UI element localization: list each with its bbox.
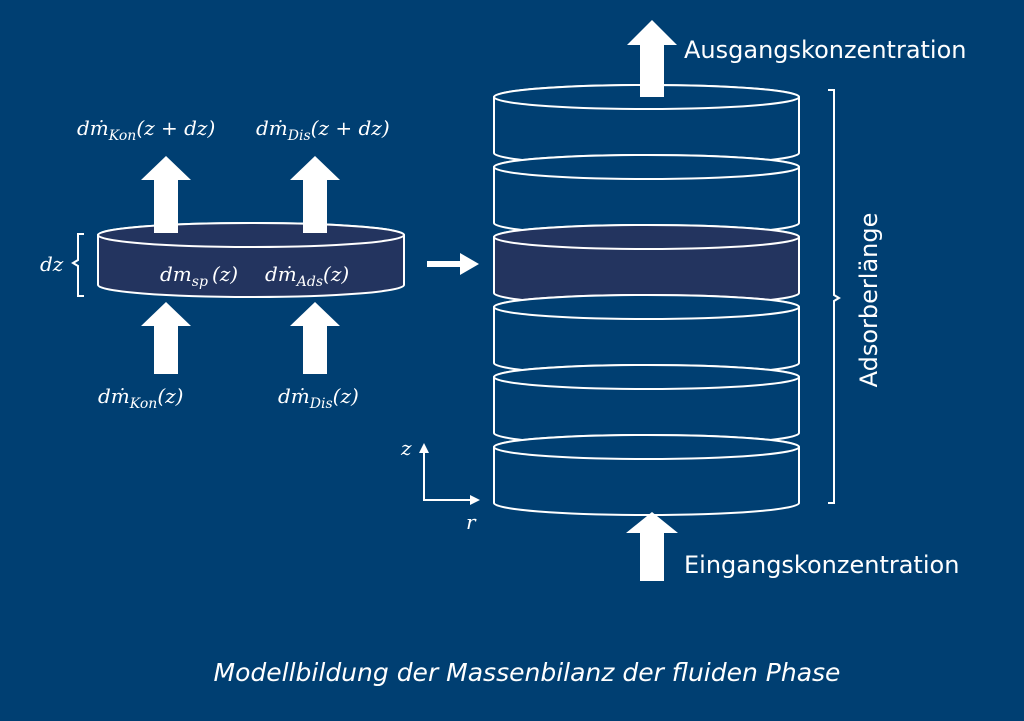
outflow-dis-arrow-icon — [290, 156, 340, 233]
column-disc-top — [493, 434, 800, 460]
outlet-label: Ausgangskonzentration — [684, 36, 967, 64]
z-axis-label: z — [400, 436, 412, 460]
column-disc — [493, 154, 800, 236]
inlet-arrow-icon — [626, 512, 678, 581]
inflow-dis-arrow-icon — [290, 302, 340, 374]
column-disc-top — [493, 294, 800, 320]
outflow-dis-label: dṁDis(z + dz) — [256, 116, 390, 144]
outflow-kon-arrow-icon — [141, 156, 191, 233]
inflow-kon-arrow-icon — [141, 302, 191, 374]
r-axis-label: r — [466, 510, 477, 534]
storage-term: dmsp(z) — [160, 262, 238, 290]
outlet-arrow-icon — [627, 20, 677, 97]
column-disc-highlighted — [493, 224, 800, 306]
inflow-dis-label: dṁDis(z) — [278, 384, 359, 412]
caption: Modellbildung der Massenbilanz der fluid… — [214, 658, 841, 687]
column-disc-top — [493, 364, 800, 390]
element-disc — [97, 222, 405, 298]
dz-label: dz — [40, 252, 64, 276]
column-disc-top — [493, 224, 800, 250]
outflow-kon-label: dṁKon(z + dz) — [77, 116, 215, 144]
inlet-label: Eingangskonzentration — [684, 551, 959, 579]
adsorption-term: dṁAds(z) — [265, 262, 349, 290]
element-disc-top — [97, 222, 405, 248]
inflow-kon-label: dṁKon(z) — [98, 384, 183, 412]
column-disc — [493, 364, 800, 446]
length-label: Adsorberlänge — [855, 213, 883, 388]
column-disc — [493, 294, 800, 376]
length-bracket — [828, 89, 841, 504]
r-axis-arrow-icon — [470, 495, 480, 505]
column-disc — [493, 84, 800, 166]
column-disc — [493, 434, 800, 516]
dz-bracket — [71, 233, 84, 297]
z-axis-arrow-icon — [419, 443, 429, 453]
transition-arrow-icon — [427, 253, 479, 275]
coordinate-axes — [419, 443, 480, 505]
column-disc-top — [493, 154, 800, 180]
adsorber-column — [493, 84, 800, 516]
